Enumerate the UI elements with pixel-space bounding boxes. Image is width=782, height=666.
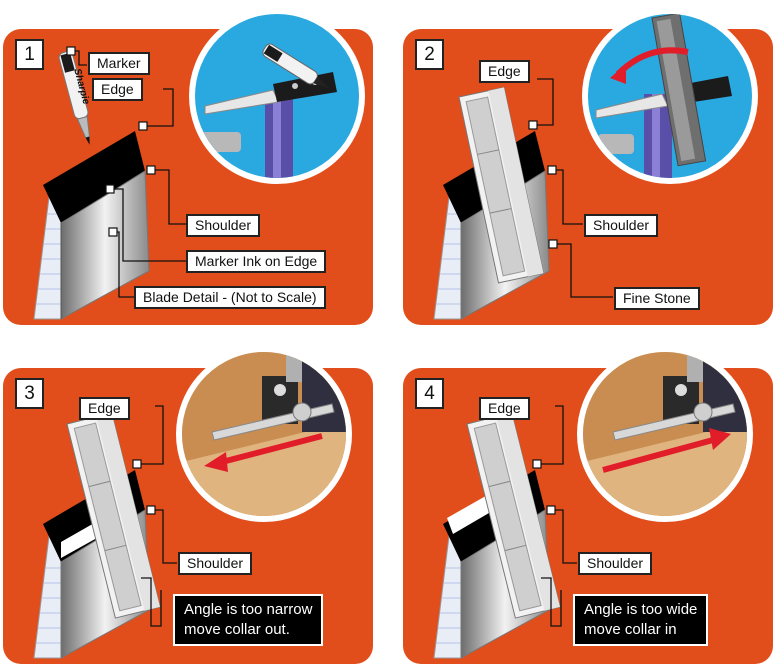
shoulder-label: Shoulder [584,214,659,237]
collar-adjust-closeup [577,346,753,522]
marker-ink-label: Marker Ink on Edge [186,250,327,273]
angle-wide-note: Angle is too wide move collar in [573,594,709,646]
shoulder-label: Shoulder [186,214,261,237]
step-2-panel: 2 [403,8,773,325]
step-number: 4 [415,378,444,409]
step-number: 1 [15,39,44,70]
step-1-panel: 1 Sharpie [3,8,373,325]
edge-label: Edge [479,60,530,83]
shoulder-label: Shoulder [178,552,253,575]
edge-label: Edge [479,397,530,420]
step-3-panel: 3 [3,346,373,664]
fine-stone-label: Fine Stone [614,287,700,310]
edge-label: Edge [79,397,130,420]
marker-pen-illustration [58,51,91,145]
blade-detail-label: Blade Detail - (Not to Scale) [134,286,326,309]
stone-sharpening-closeup [582,8,758,184]
collar-adjust-closeup [176,346,352,522]
blade-with-stone-illustration [433,86,550,320]
edge-label: Edge [92,78,143,101]
angle-narrow-note: Angle is too narrow move collar out. [173,594,324,646]
marker-label: Marker [88,52,150,75]
knife-clamp-closeup [189,8,365,184]
blade-with-stone-illustration [433,412,561,659]
step-4-panel: 4 [403,346,773,664]
step-number: 2 [415,39,444,70]
shoulder-label: Shoulder [578,552,653,575]
blade-with-stone-illustration [33,412,161,659]
step-number: 3 [15,378,44,409]
